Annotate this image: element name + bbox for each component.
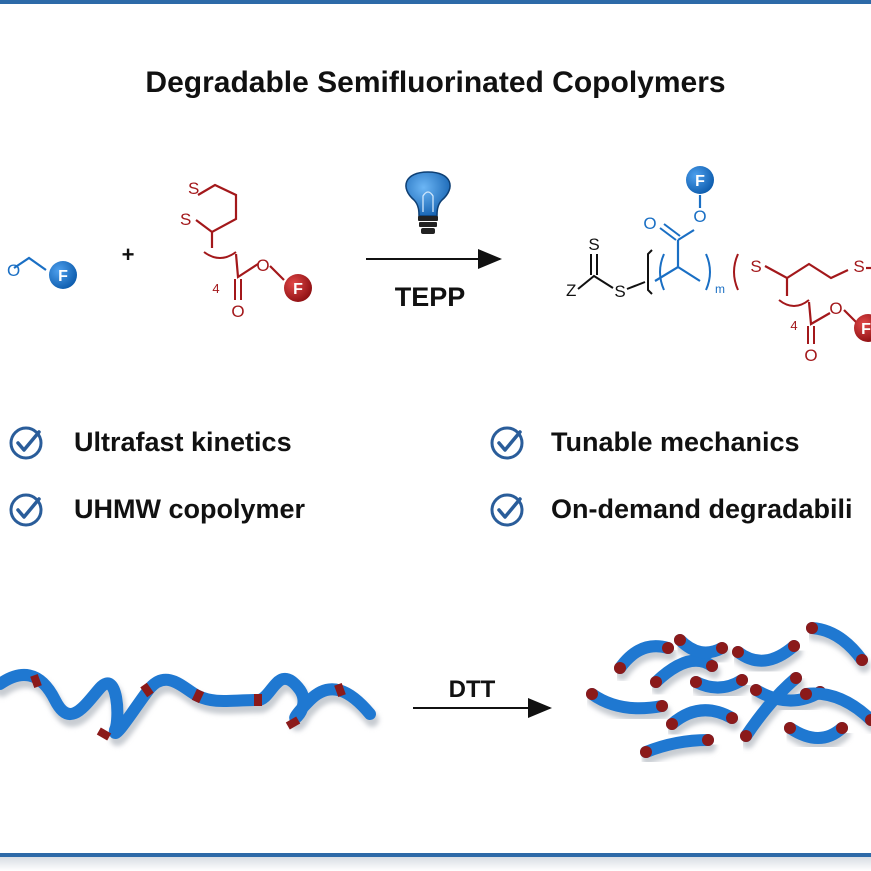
fragment-thiol-end — [706, 660, 718, 672]
fragment-thiol-end — [726, 712, 738, 724]
plus-sign: + — [122, 242, 135, 267]
fragment-thiol-end — [702, 734, 714, 746]
fluoro-red-bead — [854, 314, 871, 342]
copolymer-product: Z S S O O F m S S 4 O O F — [566, 166, 871, 365]
check-circle-icon — [489, 492, 525, 533]
sulfur-atom: S — [853, 257, 864, 276]
feature-ultrafast-kinetics: Ultrafast kinetics — [74, 427, 292, 457]
fluoro-blue-bead — [49, 261, 77, 289]
oxygen-atom: O — [829, 299, 842, 318]
lightbulb-icon — [405, 171, 451, 234]
fragment-thiol-end — [856, 654, 868, 666]
figure-title: Degradable Semifluorinated Copolymers — [145, 66, 726, 99]
oxygen-atom: O — [804, 346, 817, 365]
fragment-thiol-end — [690, 676, 702, 688]
chain-disulfide-mark — [30, 673, 42, 689]
fragment-shadow — [641, 739, 717, 765]
catalyst-label: TEPP — [395, 282, 466, 312]
polymer-fragment — [666, 704, 738, 730]
fragment-thiol-end — [656, 700, 668, 712]
check-circle-icon — [8, 425, 44, 466]
chain-disulfide-mark — [334, 682, 346, 698]
fragment-thiol-end — [800, 688, 812, 700]
blue-monomer: O F — [7, 256, 77, 289]
polymer-fragment — [800, 687, 871, 726]
fragment-thiol-end — [674, 634, 686, 646]
fragment-thiol-end — [640, 746, 652, 758]
feature-on-demand-degradability: On-demand degradabili — [551, 494, 853, 524]
repeat-m-label: m — [715, 282, 725, 296]
sulfur-atom: S — [188, 179, 199, 198]
polymer-fragment — [674, 634, 728, 659]
polymer-fragment — [586, 688, 668, 715]
check-circle-icon — [8, 492, 44, 533]
fragment-thiol-end — [750, 684, 762, 696]
oxygen-atom: O — [643, 214, 656, 233]
sulfur-atom: S — [750, 257, 761, 276]
top-border — [0, 0, 871, 4]
intact-polymer-chain — [0, 669, 379, 746]
fluoro-label: F — [293, 281, 303, 298]
chain-length-label: 4 — [790, 318, 797, 333]
fragment-thiol-end — [790, 672, 802, 684]
polymer-fragment — [740, 672, 802, 742]
bottom-shadow — [0, 857, 871, 871]
fragment-thiol-end — [732, 646, 744, 658]
fragment-thiol-end — [650, 676, 662, 688]
z-group-label: Z — [566, 281, 576, 300]
fragment-thiol-end — [666, 718, 678, 730]
bottom-border — [0, 853, 871, 857]
fragment-thiol-end — [586, 688, 598, 700]
polymer-fragment — [690, 674, 748, 694]
fragment-thiol-end — [662, 642, 674, 654]
chain-disulfide-mark — [254, 694, 262, 706]
fragment-thiol-end — [740, 730, 752, 742]
check-circle-icon — [489, 425, 525, 466]
chain-red-segments — [30, 673, 346, 741]
fluoro-label: F — [695, 173, 705, 190]
fragment-thiol-end — [614, 662, 626, 674]
feature-tunable-mechanics: Tunable mechanics — [551, 427, 800, 457]
polymer-fragment — [732, 640, 800, 667]
fluoro-blue-bead — [686, 166, 714, 194]
sulfur-atom: S — [614, 282, 625, 301]
chain-disulfide-mark — [191, 688, 205, 704]
degraded-fragments — [586, 622, 871, 765]
fragment-thiol-end — [784, 722, 796, 734]
feature-uhmw-copolymer: UHMW copolymer — [74, 494, 306, 524]
fragment-thiol-end — [836, 722, 848, 734]
sulfur-atom: S — [180, 210, 191, 229]
chain-disulfide-mark — [140, 682, 154, 698]
fluoro-red-bead — [284, 274, 312, 302]
fluoro-label: F — [861, 321, 871, 338]
oxygen-atom: O — [231, 302, 244, 321]
fragment-thiol-end — [806, 622, 818, 634]
sulfur-atom: S — [588, 235, 599, 254]
fragment-thiol-end — [716, 642, 728, 654]
fluoro-label: F — [58, 268, 68, 285]
fragment-thiol-end — [736, 674, 748, 686]
chain-length-label: 4 — [212, 281, 219, 296]
chain-disulfide-mark — [96, 727, 112, 741]
fragment-thiol-end — [865, 714, 871, 726]
polymer-fragment — [784, 722, 848, 744]
oxygen-atom: O — [7, 261, 20, 280]
fragment-thiol-end — [788, 640, 800, 652]
chain-disulfide-mark — [285, 716, 301, 730]
oxygen-atom: O — [256, 256, 269, 275]
red-dithiolane-monomer: S S 4 O O F — [180, 179, 312, 321]
degradation-label: DTT — [449, 676, 496, 703]
oxygen-atom: O — [693, 207, 706, 226]
